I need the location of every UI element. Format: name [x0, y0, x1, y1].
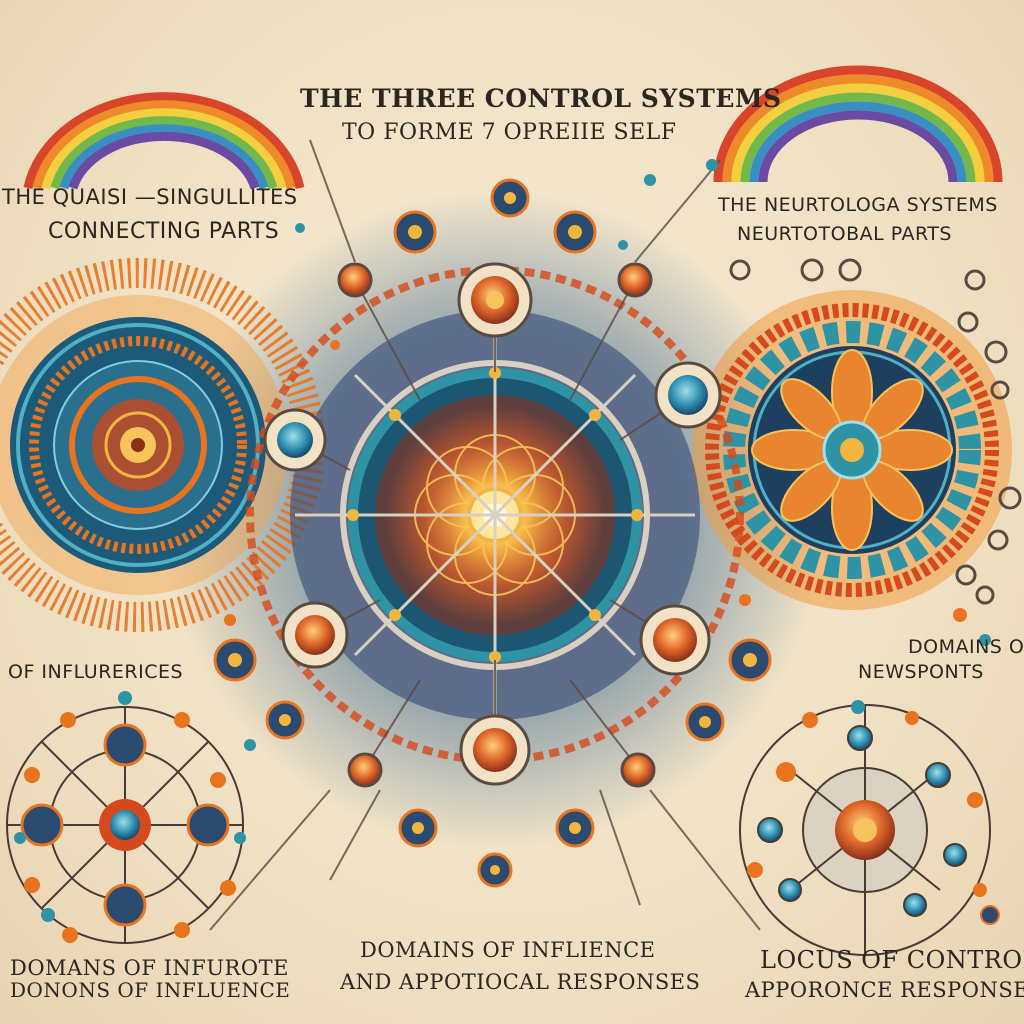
- bottom-left-network-icon: [6, 691, 246, 944]
- node-dot-icon: [620, 752, 656, 788]
- diagram-subtitle: TO FORME 7 OPREIIE SELF: [342, 120, 677, 145]
- network-node-icon: [263, 408, 327, 472]
- top-left-label-line2: CONNECTING PARTS: [48, 219, 280, 244]
- bottom-right-label-line1: LOCUS OF CONTROL: [760, 946, 1024, 974]
- bottom-right-network-icon: [739, 700, 991, 956]
- satellite-nodes: [213, 178, 772, 888]
- network-node-icon: [457, 262, 533, 338]
- mid-left-label: OF INFLURERICES: [8, 661, 184, 683]
- network-node-icon: [281, 601, 349, 669]
- right-gear-icon: [692, 290, 1012, 610]
- network-node-icon: [654, 361, 722, 429]
- left-mandala-icon: [0, 258, 325, 632]
- bottom-left-label-line1: DOMANS OF INFUROTE: [10, 956, 289, 980]
- diagram-title: THE THREE CONTROL SYSTEMS: [300, 84, 782, 113]
- node-dot-icon: [337, 262, 373, 298]
- bottom-center-label-line1: DOMAINS OF INFLIENCE: [360, 938, 656, 962]
- rainbow-arc-right-icon: [713, 65, 1003, 183]
- bottom-center-label-line2: AND APPOTIOCAL RESPONSES: [340, 970, 701, 994]
- network-node-icon: [639, 604, 711, 676]
- rainbow-arc-left-icon: [23, 92, 305, 190]
- central-mandala-icon: [246, 266, 744, 764]
- node-dot-icon: [617, 262, 653, 298]
- network-node-icon: [459, 714, 531, 786]
- node-dot-icon: [347, 752, 383, 788]
- bottom-left-label-line2: DONONS OF INFLUENCE: [10, 978, 291, 1002]
- bottom-right-label-line2: APPORONCE RESPONSES: [745, 978, 1024, 1002]
- mid-right-label-line1: DOMAINS OF: [908, 636, 1024, 658]
- decorative-dots: [224, 159, 1022, 925]
- top-right-label-line2: NEURTOTOBAL PARTS: [737, 223, 952, 245]
- mid-right-label-line2: NEWSPONTS: [858, 661, 984, 683]
- top-left-label-line1: THE QUAISI —SINGULLITES: [2, 185, 298, 209]
- top-right-label-line1: THE NEURTOLOGA SYSTEMS: [718, 194, 998, 216]
